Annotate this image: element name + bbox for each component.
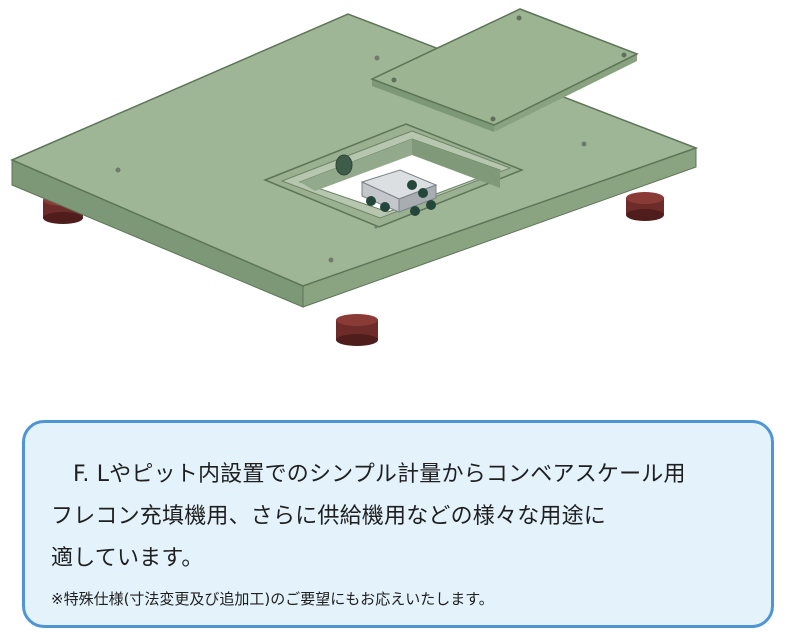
platform-scale-illustration xyxy=(10,8,699,346)
description-text: F. Lやピット内設置でのシンプル計量からコンベアスケール用 フレコン充填機用、… xyxy=(51,454,753,610)
leveling-feet xyxy=(43,192,664,346)
special-spec-note: ※特殊仕様(寸法変更及び追加工)のご要望にもお応えいたします。 xyxy=(51,590,494,608)
foot-right xyxy=(626,192,664,221)
description-line-1: F. Lやピット内設置でのシンプル計量からコンベアスケール用 xyxy=(73,462,686,487)
foot-front xyxy=(336,314,378,346)
description-callout: F. Lやピット内設置でのシンプル計量からコンベアスケール用 フレコン充填機用、… xyxy=(22,420,774,628)
description-line-3: 適しています。 xyxy=(51,546,204,571)
description-line-2: フレコン充填機用、さらに供給機用などの様々な用途に xyxy=(51,504,607,529)
cover-plate xyxy=(370,8,639,126)
junction-box xyxy=(360,169,438,216)
